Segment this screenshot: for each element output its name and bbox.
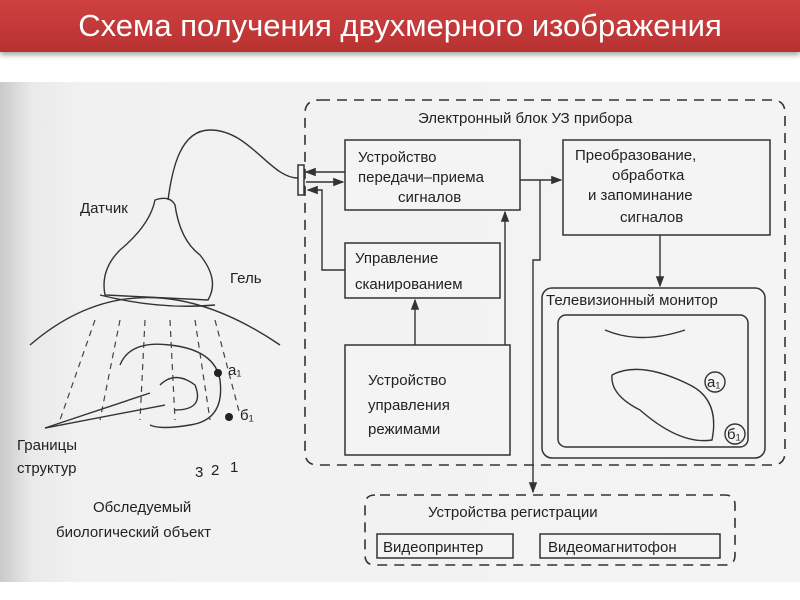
svg-text:сканированием: сканированием — [355, 276, 463, 293]
point-a1-label: а₁ — [228, 362, 241, 379]
svg-text:Устройство: Устройство — [368, 372, 446, 389]
boundaries-label-line1: Границы — [17, 437, 77, 454]
registration-frame — [364, 494, 736, 566]
svg-text:Управление: Управление — [355, 250, 438, 267]
mode-control-box: Устройство управления режимами — [344, 344, 511, 456]
processing-box: Преобразование, обработка и запоминание … — [562, 139, 771, 236]
svg-text:Устройство: Устройство — [358, 149, 436, 166]
svg-text:сигналов: сигналов — [620, 209, 683, 226]
point-b1-label: б₁ — [240, 407, 254, 424]
electronic-block-frame — [304, 99, 786, 466]
gel-label: Гель — [230, 270, 262, 287]
structure-number-2: 2 — [211, 462, 219, 479]
transceiver-box: Устройство передачи–приема сигналов — [344, 139, 521, 211]
object-label-line1: Обследуемый — [93, 499, 191, 516]
svg-text:обработка: обработка — [612, 167, 685, 184]
scan-control-box: Управление сканированием — [344, 242, 501, 299]
sensor-label: Датчик — [80, 200, 128, 217]
probe-illustration — [29, 129, 299, 429]
structure-number-1: 1 — [230, 459, 238, 476]
boundaries-label-line2: структур — [17, 460, 77, 477]
videoprinter-box: Видеопринтер — [376, 533, 514, 559]
slide-title: Схема получения двухмерного изображения — [0, 0, 800, 52]
connection-arrows — [297, 164, 665, 494]
svg-text:передачи–приема: передачи–приема — [358, 169, 485, 186]
object-label-line2: биологический объект — [56, 524, 211, 541]
svg-text:и запоминание: и запоминание — [588, 187, 693, 204]
svg-text:Видеомагнитофон: Видеомагнитофон — [548, 539, 677, 556]
videorecorder-box: Видеомагнитофон — [539, 533, 721, 559]
svg-text:режимами: режимами — [368, 421, 440, 438]
svg-text:Преобразование,: Преобразование, — [575, 147, 696, 164]
svg-text:Телевизионный монитор: Телевизионный монитор — [546, 292, 718, 309]
tv-monitor: Телевизионный монитор а₁ б₁ — [541, 287, 766, 459]
svg-text:Видеопринтер: Видеопринтер — [383, 539, 483, 556]
electronic-block-label: Электронный блок УЗ прибора — [418, 110, 633, 127]
svg-text:сигналов: сигналов — [398, 189, 461, 206]
structure-number-3: 3 — [195, 464, 203, 481]
monitor-label-b1: б₁ — [727, 426, 741, 443]
monitor-label-a1: а₁ — [707, 374, 720, 391]
svg-text:управления: управления — [368, 397, 450, 414]
registration-label: Устройства регистрации — [428, 504, 598, 521]
